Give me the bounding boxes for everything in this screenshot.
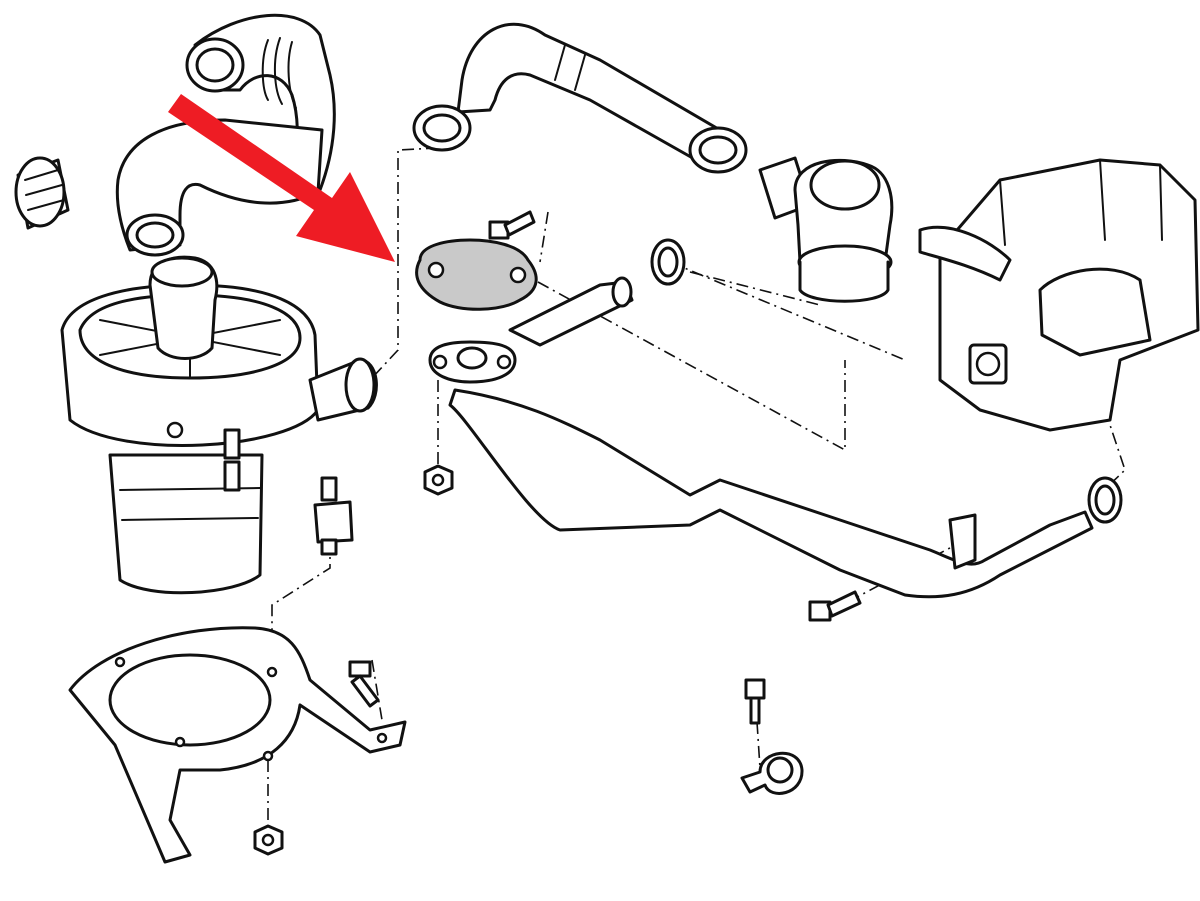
air-pump bbox=[60, 255, 378, 595]
blanking-plate bbox=[415, 238, 538, 311]
plate-nut bbox=[423, 464, 454, 496]
pump-bracket bbox=[68, 626, 407, 864]
assembly-lines bbox=[267, 147, 1126, 828]
pipe-clip bbox=[740, 751, 804, 795]
air-pipe bbox=[448, 276, 1094, 599]
o-ring-upper bbox=[650, 238, 686, 286]
o-ring-lower bbox=[1087, 476, 1123, 524]
engine-head bbox=[918, 158, 1200, 432]
check-valve bbox=[758, 156, 894, 303]
pointer-arrow bbox=[168, 94, 395, 262]
pipe-bolt bbox=[808, 590, 862, 622]
bracket-bolt bbox=[348, 660, 380, 708]
bracket-nut bbox=[253, 824, 284, 856]
clip-bolt bbox=[744, 678, 766, 725]
hose-elbow bbox=[115, 118, 324, 257]
plate-gasket bbox=[428, 340, 517, 384]
rubber-mount bbox=[313, 476, 354, 556]
hose-coupling-ring bbox=[14, 156, 70, 230]
hose-right bbox=[412, 22, 748, 174]
plate-bolt bbox=[488, 210, 536, 240]
